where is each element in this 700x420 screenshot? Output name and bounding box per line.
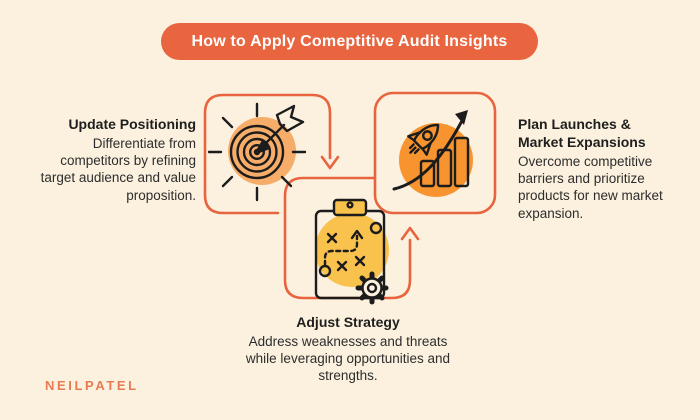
rocket-flames [408,143,420,155]
dart-fletching [275,104,305,133]
step1-title: Update Positioning [68,116,196,132]
arrow-step2-to-step3-icon [400,226,420,241]
gear-icon [355,271,389,305]
growth-curve [392,113,467,191]
dart-tip [254,139,271,155]
brand-logo: NEILPATEL [45,378,139,393]
step3-box [373,91,497,215]
strategy-path [323,234,359,267]
rocket-icon [407,123,440,156]
x-mark [354,255,366,267]
step2-box [283,176,412,300]
target-dart-icon [207,102,307,202]
title-banner: How to Apply Comeptitive Audit Insights [161,23,538,60]
bar [419,159,436,188]
step1-text-block: Update Positioning Differentiate from co… [38,116,196,204]
bar [453,136,470,188]
x-mark [336,260,348,272]
rocket-growth-icon [392,110,470,191]
step1-description: Differentiate from competitors by refini… [40,135,196,203]
banner-title: How to Apply Comeptitive Audit Insights [191,32,508,50]
step3-title: Plan Launches & Market Expansions [518,116,646,150]
arrow-step1-to-step2-icon [320,155,340,170]
growth-arrowhead [455,110,468,125]
step2-title: Adjust Strategy [296,314,400,330]
step3-description: Overcome competitive barriers and priori… [518,153,663,221]
step2-text-block: Adjust Strategy Address weaknesses and t… [243,314,453,385]
x-mark [326,232,338,244]
step3-text-block: Plan Launches & Market Expansions Overco… [518,116,674,222]
strategy-clipboard-icon [314,198,389,305]
step1-box [203,93,332,215]
step2-description: Address weaknesses and threats while lev… [245,333,451,384]
